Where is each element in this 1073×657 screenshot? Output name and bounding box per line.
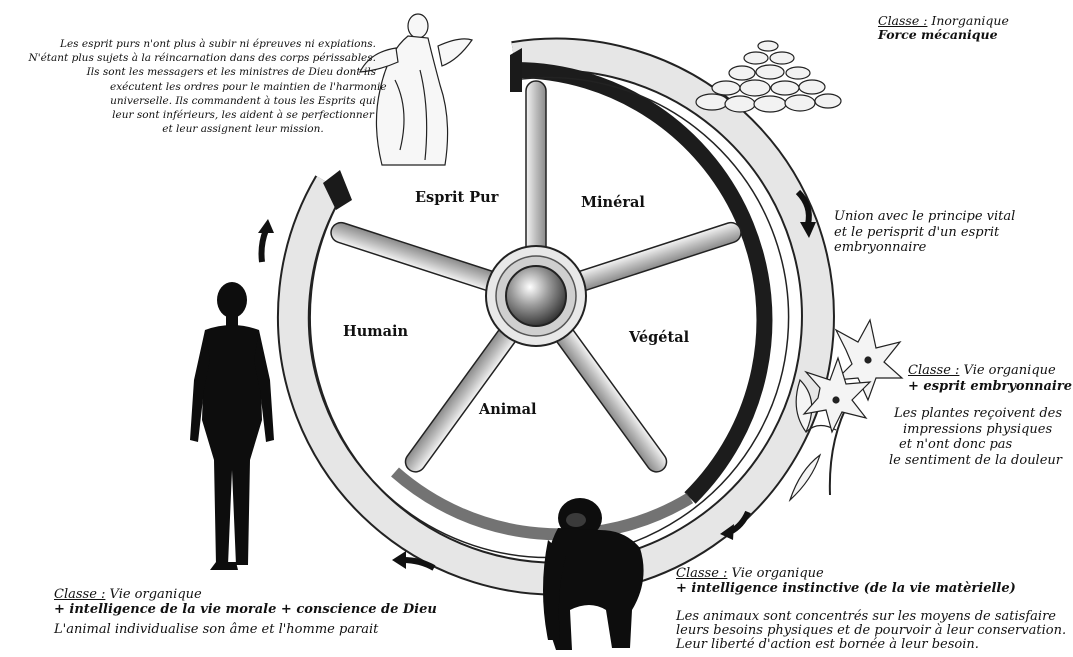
text-line: et leur assignent leur mission. <box>110 122 376 136</box>
text-line: et n'ont donc pas <box>899 437 1063 453</box>
humain-extra: + intelligence de la vie morale + consci… <box>54 603 437 618</box>
segment-label-animal: Animal <box>479 403 537 417</box>
classe-label: Classe : <box>54 587 105 602</box>
animal-description: Les animaux sont concentrés sur les moye… <box>676 610 1066 652</box>
rim-end-cap-top <box>510 48 522 92</box>
segment-label-mineral: Minéral <box>581 196 645 210</box>
vegetal-extra: + esprit embryonnaire <box>908 379 1072 395</box>
animal-classe-block: Classe : Vie organique + intelligence in… <box>676 567 1016 596</box>
animal-extra: + intelligence instinctive (de la vie ma… <box>676 582 1016 597</box>
animal-classe-line: Classe : Vie organique <box>676 567 1016 582</box>
esprit-pur-description: Les esprit purs n'ont plus à subir ni ép… <box>20 37 376 136</box>
text-line: et le perisprit d'un esprit <box>834 225 1015 241</box>
mineral-classe-line: Classe : Inorganique <box>878 14 1009 28</box>
classe-label: Classe : <box>878 13 927 28</box>
mineral-force: Force mécanique <box>878 28 1009 42</box>
human-silhouette-icon <box>190 282 274 570</box>
text-line: impressions physiques <box>903 422 1063 438</box>
mineral-classe-block: Classe : Inorganique Force mécanique <box>878 14 1009 42</box>
text-line: universelle. Ils commandent à tous les E… <box>110 94 376 108</box>
humain-classe-line: Classe : Vie organique <box>54 588 437 603</box>
classe-label: Classe : <box>676 566 727 581</box>
text-line: Ils sont les messagers et les ministres … <box>20 65 376 79</box>
text-line: leurs besoins physiques et de pourvoir à… <box>676 624 1066 638</box>
segment-label-vegetal: Végétal <box>629 331 689 345</box>
text-line: Les plantes reçoivent des <box>893 406 1063 422</box>
vegetal-classe-line: Classe : Vie organique <box>908 363 1072 379</box>
humain-note: L'animal individualise son âme et l'homm… <box>54 623 437 638</box>
classe-value: Vie organique <box>959 363 1055 378</box>
text-line: Les esprit purs n'ont plus à subir ni ép… <box>20 37 376 51</box>
vegetal-description: Les plantes reçoivent des impressions ph… <box>893 406 1063 468</box>
segment-label-esprit-pur: Esprit Pur <box>415 191 498 205</box>
text-line: exécutent les ordres pour le maintien de… <box>110 80 376 94</box>
text-line: le sentiment de la douleur <box>889 453 1063 469</box>
humain-classe-block: Classe : Vie organique + intelligence de… <box>54 588 437 638</box>
segment-label-humain: Humain <box>343 325 408 339</box>
text-line: embryonnaire <box>834 240 1015 256</box>
classe-value: Vie organique <box>727 566 823 581</box>
classe-label: Classe : <box>908 363 959 378</box>
transition-description: Union avec le principe vital et le peris… <box>834 209 1015 256</box>
classe-value: Vie organique <box>105 587 201 602</box>
arrow-up-icon <box>258 219 274 262</box>
pebbles-icon <box>696 41 841 112</box>
text-line: N'étant plus sujets à la réincarnation d… <box>20 51 376 65</box>
wheel-hub <box>486 246 586 346</box>
text-line: leur sont inférieurs, les aident à se pe… <box>110 108 376 122</box>
text-line: Union avec le principe vital <box>834 209 1015 225</box>
vegetal-classe-block: Classe : Vie organique + esprit embryonn… <box>908 363 1072 394</box>
text-line: Leur liberté d'action est bornée à leur … <box>676 638 1066 652</box>
classe-value: Inorganique <box>927 13 1008 28</box>
text-line: Les animaux sont concentrés sur les moye… <box>676 610 1066 624</box>
